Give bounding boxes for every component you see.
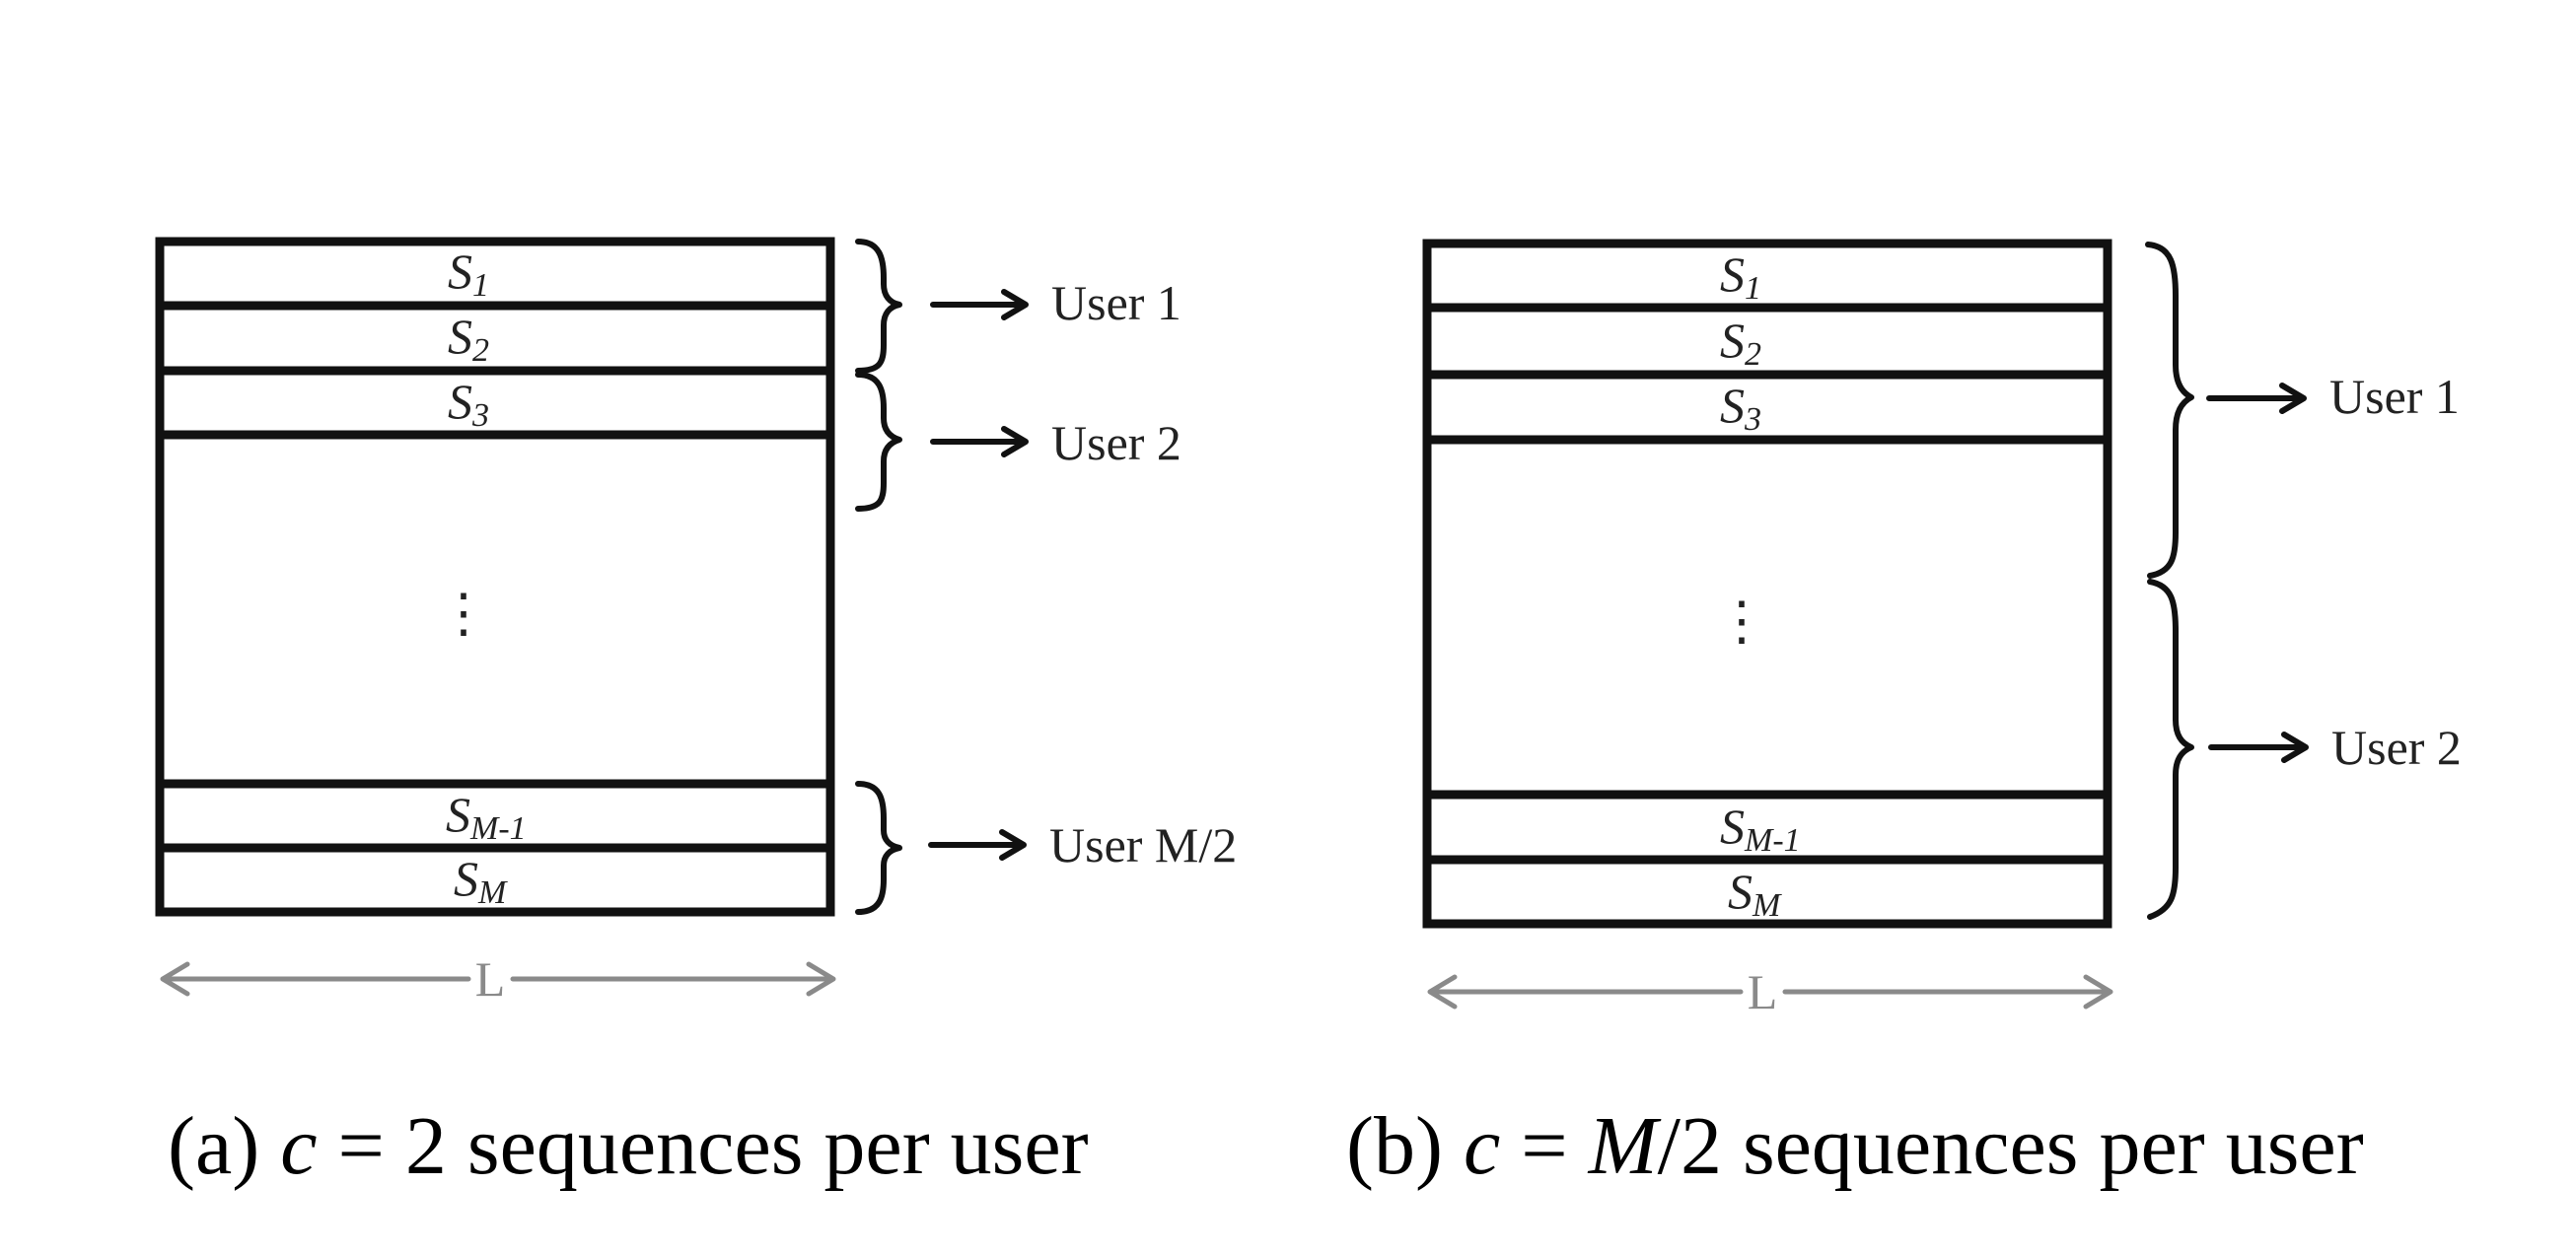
- panel-a: S1 S2 S3 ⋮ SM-1 SM User 1 User 2 User M/…: [155, 237, 1237, 1192]
- panel-b-user-2-label: User 2: [2331, 720, 2462, 775]
- panel-b-caption: (b) c = M/2 sequences per user: [1346, 1100, 2364, 1192]
- panel-b-user-1-label: User 1: [2329, 369, 2460, 424]
- panel-a-seq-m-1: SM-1: [446, 787, 527, 847]
- panel-b-seq-m-1: SM-1: [1720, 799, 1801, 859]
- panel-a-ellipsis: ⋮: [437, 584, 490, 643]
- panel-a-user-1-label: User 1: [1051, 275, 1181, 330]
- panel-b-seq-2: S2: [1720, 313, 1761, 373]
- panel-b-arrow-user-1: [2206, 383, 2307, 414]
- panel-a-frame: [155, 237, 835, 917]
- panel-a-seq-2: S2: [448, 309, 489, 369]
- panel-a-caption: (a) c = 2 sequences per user: [168, 1100, 1089, 1192]
- panel-a-arrow-user-m2: [928, 829, 1027, 861]
- panel-a-brace-user-m2: [855, 781, 902, 915]
- panel-a-arrow-user-2: [930, 426, 1029, 457]
- panel-b-brace-user-1: [2145, 242, 2194, 579]
- panel-a-brace-user-2: [855, 372, 902, 512]
- panel-a-brace-user-1: [855, 239, 902, 374]
- panel-a-seq-1: S1: [448, 244, 489, 304]
- panel-b-seq-m: SM: [1728, 864, 1782, 924]
- panel-a-arrow-user-1: [930, 289, 1029, 320]
- panel-a-user-m2-label: User M/2: [1049, 817, 1237, 872]
- panel-a-seq-3: S3: [448, 374, 489, 434]
- panel-b: S1 S2 S3 ⋮ SM-1 SM User 1 User 2 L (b) c…: [1346, 239, 2462, 1192]
- panel-b-seq-1: S1: [1720, 246, 1761, 307]
- panel-b-frame: [1422, 239, 2112, 929]
- panel-b-ellipsis: ⋮: [1715, 592, 1768, 651]
- panel-a-length-label: L: [475, 951, 506, 1007]
- panel-b-arrow-user-2: [2208, 732, 2309, 763]
- panel-b-length-arrow: [1427, 974, 2113, 1010]
- panel-b-seq-3: S3: [1720, 378, 1761, 438]
- panel-a-seq-m: SM: [454, 851, 508, 911]
- panel-a-length-arrow: [160, 961, 836, 997]
- panel-a-user-2-label: User 2: [1051, 415, 1181, 470]
- panel-b-length-label: L: [1748, 964, 1778, 1019]
- panel-b-brace-user-2: [2147, 579, 2194, 920]
